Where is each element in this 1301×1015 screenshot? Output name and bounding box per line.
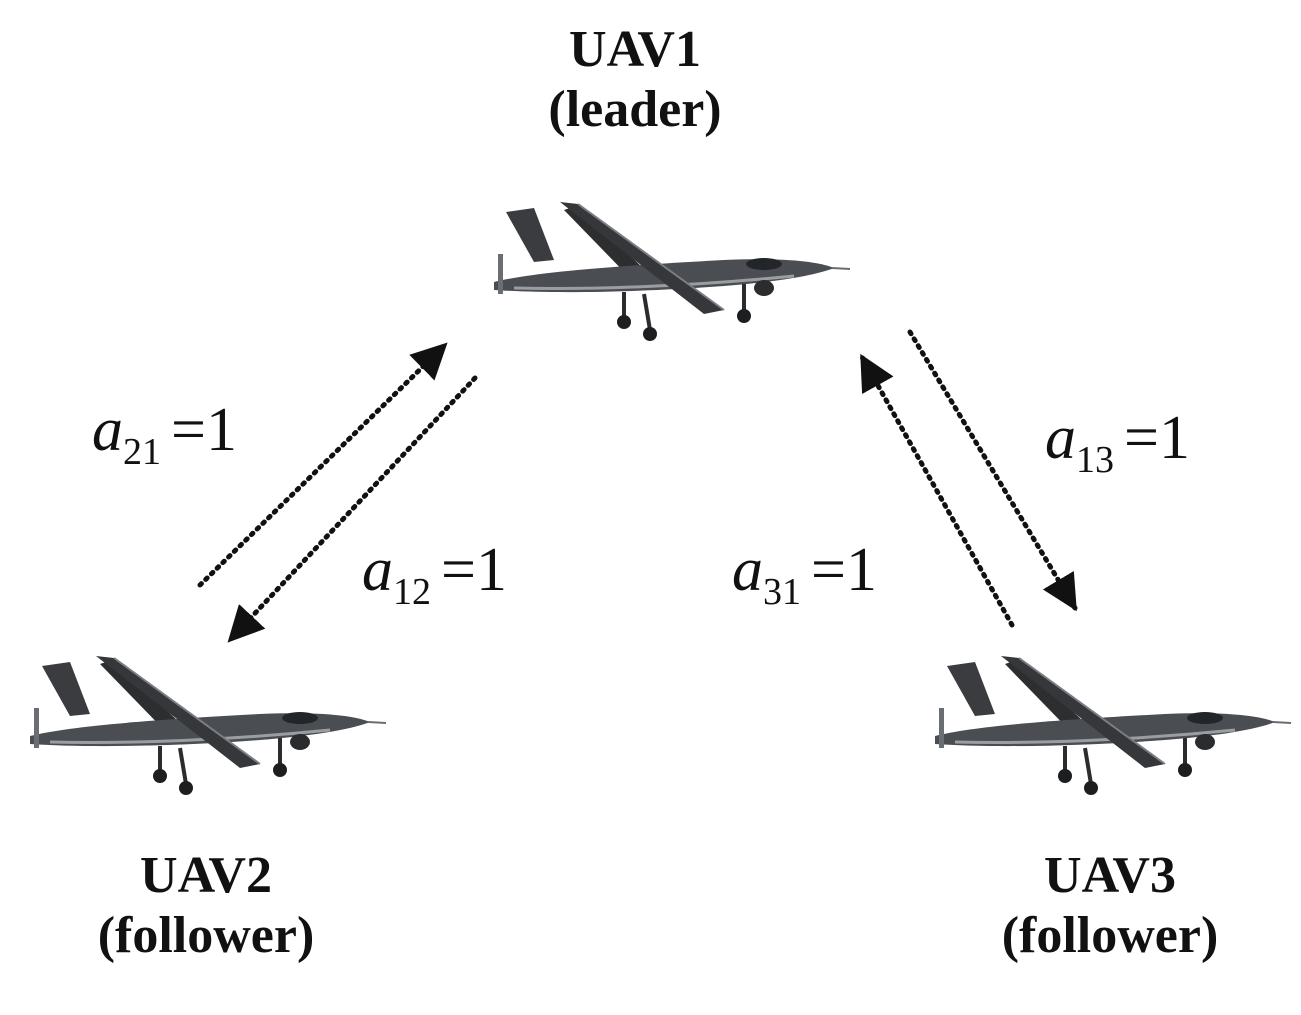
edge-arrow-a12 — [227, 375, 478, 643]
uav1-drone-icon — [492, 200, 852, 343]
edge-var: a — [732, 536, 763, 604]
edge-subscript: 12 — [393, 571, 431, 613]
edge-equals: =1 — [811, 536, 877, 604]
edge-subscript: 13 — [1076, 439, 1114, 481]
uav1-name: UAV1 — [569, 21, 701, 78]
edge-var: a — [362, 536, 393, 604]
edge-arrow-a21 — [197, 342, 448, 588]
edge-equals: =1 — [441, 536, 507, 604]
uav2-name: UAV2 — [140, 847, 272, 904]
uav3-drone-icon — [933, 654, 1293, 797]
uav1-role: (leader) — [548, 81, 722, 138]
uav3-label: UAV3 (follower) — [900, 846, 1301, 966]
edge-arrow-a31 — [859, 353, 1015, 628]
edge-equals: =1 — [1124, 404, 1190, 472]
uav1-label: UAV1 (leader) — [425, 20, 845, 140]
edge-label-a31: a31=1 — [732, 535, 877, 613]
edge-subscript: 21 — [123, 431, 161, 473]
edge-var: a — [92, 396, 123, 464]
uav3-name: UAV3 — [1044, 847, 1176, 904]
edge-var: a — [1045, 404, 1076, 472]
edge-label-a21: a21=1 — [92, 395, 237, 473]
edge-label-a12: a12=1 — [362, 535, 507, 613]
uav2-drone-icon — [28, 654, 388, 797]
edge-subscript: 31 — [763, 571, 801, 613]
edge-label-a13: a13=1 — [1045, 403, 1190, 481]
edge-arrow-a13 — [907, 329, 1078, 612]
uav3-role: (follower) — [1001, 907, 1219, 964]
uav2-role: (follower) — [97, 907, 315, 964]
edge-equals: =1 — [171, 396, 237, 464]
uav2-label: UAV2 (follower) — [0, 846, 416, 966]
